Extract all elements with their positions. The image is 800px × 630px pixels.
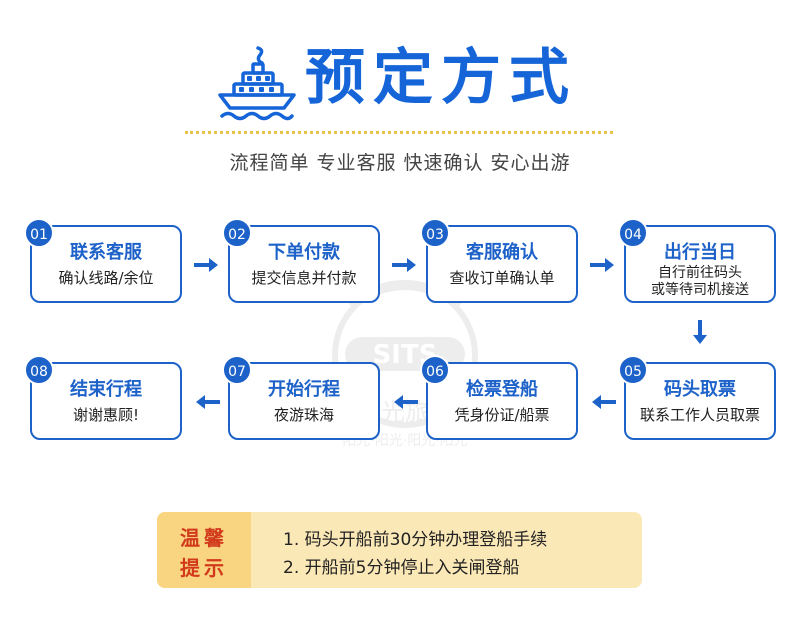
arrow-icon (590, 258, 614, 272)
step-desc: 凭身份证/船票 (454, 406, 550, 424)
step-place-order: 02 下单付款 提交信息并付款 (222, 218, 380, 303)
step-desc: 确认线路/余位 (58, 269, 154, 287)
arrow-icon (693, 320, 707, 344)
step-end-trip: 08 结束行程 谢谢惠顾! (24, 355, 182, 440)
step-desc: 查收订单确认单 (449, 269, 555, 287)
step-pier-ticket: 05 码头取票 联系工作人员取票 (618, 355, 776, 440)
step-desc: 提交信息并付款 (251, 269, 357, 287)
arrow-icon (592, 395, 616, 409)
step-title: 码头取票 (664, 379, 736, 400)
dotted-divider (185, 131, 613, 134)
step-number: 08 (24, 355, 54, 385)
tips-label-line1: 温馨 (180, 526, 228, 550)
step-number: 06 (420, 355, 450, 385)
step-title: 结束行程 (70, 379, 142, 400)
arrow-icon (196, 395, 220, 409)
tip-item: 2. 开船前5分钟停止入关闸登船 (283, 558, 520, 578)
step-title: 出行当日 (664, 242, 736, 263)
header: 预定方式 流程简单 专业客服 快速确认 安心出游 (0, 0, 800, 200)
step-title: 检票登船 (466, 379, 538, 400)
step-start-trip: 07 开始行程 夜游珠海 (222, 355, 380, 440)
step-desc: 联系工作人员取票 (639, 406, 760, 424)
step-number: 01 (24, 218, 54, 248)
step-check-in-board: 06 检票登船 凭身份证/船票 (420, 355, 578, 440)
arrow-icon (194, 258, 218, 272)
tip-item: 1. 码头开船前30分钟办理登船手续 (283, 530, 548, 550)
arrow-icon (394, 395, 418, 409)
step-service-confirm: 03 客服确认 查收订单确认单 (420, 218, 578, 303)
step-title: 下单付款 (268, 242, 340, 263)
step-title: 客服确认 (466, 242, 538, 263)
tips-panel: 温馨 提示 1. 码头开船前30分钟办理登船手续 2. 开船前5分钟停止入关闸登… (157, 512, 642, 588)
step-desc: 夜游珠海 (273, 406, 334, 424)
tips-label-line2: 提示 (180, 556, 228, 580)
step-number: 07 (222, 355, 252, 385)
step-number: 02 (222, 218, 252, 248)
step-number: 05 (618, 355, 648, 385)
ship-icon (218, 46, 296, 121)
step-title: 开始行程 (268, 379, 340, 400)
step-contact-service: 01 联系客服 确认线路/余位 (24, 218, 182, 303)
arrow-icon (392, 258, 416, 272)
page-subtitle: 流程简单 专业客服 快速确认 安心出游 (229, 152, 571, 174)
tips-label-box: 温馨 提示 (157, 512, 251, 588)
step-number: 04 (618, 218, 648, 248)
step-number: 03 (420, 218, 450, 248)
page-title: 预定方式 (305, 43, 577, 113)
step-desc: 自行前往码头 或等待司机接送 (651, 265, 749, 298)
step-desc: 谢谢惠顾! (72, 406, 139, 424)
step-title: 联系客服 (70, 242, 142, 263)
step-travel-day: 04 出行当日 自行前往码头 或等待司机接送 (618, 218, 776, 303)
